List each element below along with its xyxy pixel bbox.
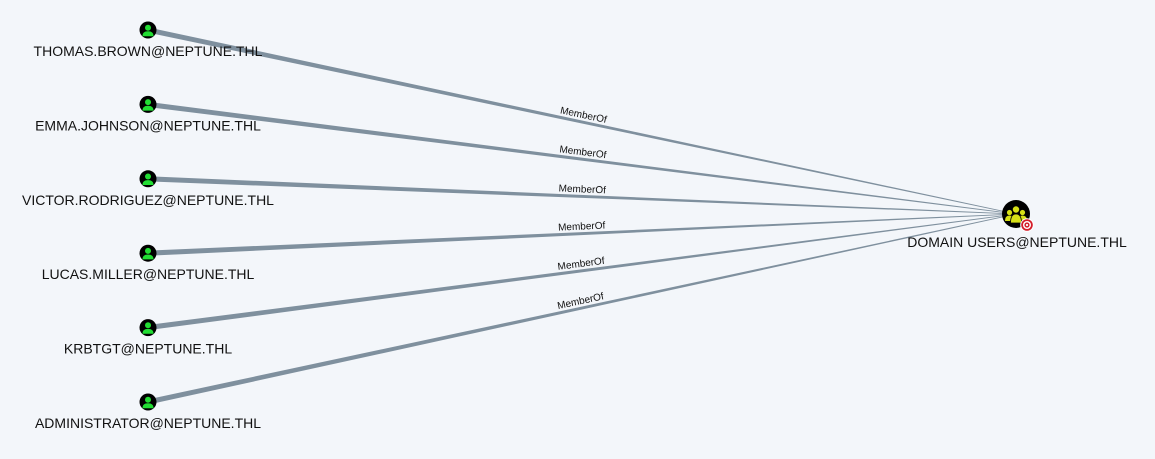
target-icon: [1020, 218, 1034, 232]
node-domain_users[interactable]: DOMAIN USERS@NEPTUNE.THL: [907, 200, 1127, 250]
edges-layer: [147, 27, 1017, 405]
edge-labels-layer: MemberOfMemberOfMemberOfMemberOfMemberOf…: [556, 105, 607, 312]
node-label: KRBTGT@NEPTUNE.THL: [64, 341, 232, 357]
edge-label: MemberOf: [558, 183, 606, 196]
node-label: ADMINISTRATOR@NEPTUNE.THL: [35, 415, 261, 431]
node-thomas[interactable]: THOMAS.BROWN@NEPTUNE.THL: [34, 21, 263, 60]
node-emma[interactable]: EMMA.JOHNSON@NEPTUNE.THL: [35, 95, 261, 133]
node-label: THOMAS.BROWN@NEPTUNE.THL: [34, 43, 263, 59]
edge-memberof-emma[interactable]: [147, 101, 1017, 215]
node-label: LUCAS.MILLER@NEPTUNE.THL: [42, 266, 255, 282]
user-icon: [139, 319, 157, 337]
node-krbtgt[interactable]: KRBTGT@NEPTUNE.THL: [64, 319, 232, 357]
user-icon: [139, 170, 157, 188]
nodes-layer: THOMAS.BROWN@NEPTUNE.THL EMMA.JOHNSON@NEP…: [22, 21, 1127, 432]
edge-memberof-administrator[interactable]: [147, 213, 1017, 405]
edge-label: MemberOf: [558, 221, 606, 234]
node-label: VICTOR.RODRIGUEZ@NEPTUNE.THL: [22, 192, 274, 208]
user-icon: [139, 95, 157, 113]
edge-memberof-thomas[interactable]: [147, 27, 1017, 215]
edge-memberof-krbtgt[interactable]: [147, 213, 1017, 331]
node-label: DOMAIN USERS@NEPTUNE.THL: [907, 234, 1127, 250]
edge-memberof-victor[interactable]: [147, 176, 1017, 215]
node-victor[interactable]: VICTOR.RODRIGUEZ@NEPTUNE.THL: [22, 170, 274, 208]
edge-memberof-lucas[interactable]: [147, 213, 1017, 256]
user-icon: [139, 393, 157, 411]
user-icon: [139, 21, 157, 39]
node-administrator[interactable]: ADMINISTRATOR@NEPTUNE.THL: [35, 393, 261, 432]
node-lucas[interactable]: LUCAS.MILLER@NEPTUNE.THL: [42, 244, 255, 283]
node-label: EMMA.JOHNSON@NEPTUNE.THL: [35, 117, 261, 133]
user-icon: [139, 244, 157, 262]
